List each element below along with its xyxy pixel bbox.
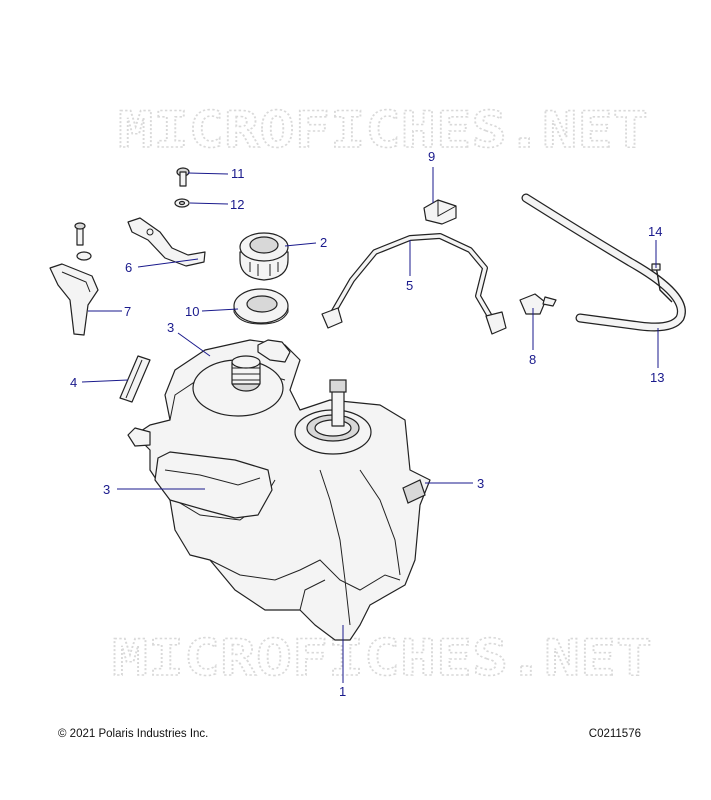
callout-14: 14	[648, 224, 662, 239]
callout-9: 9	[428, 149, 435, 164]
callout-5: 5	[406, 278, 413, 293]
callout-3-right: 3	[477, 476, 484, 491]
callout-11: 11	[231, 166, 245, 181]
callout-2: 2	[320, 235, 327, 250]
watermark-top: MICROFICHES.NET	[118, 101, 648, 159]
callout-3-top: 3	[167, 320, 174, 335]
rubber-pad	[119, 355, 151, 403]
callout-7: 7	[124, 304, 131, 319]
fuel-tank	[127, 339, 431, 641]
screw	[176, 167, 190, 187]
callout-1: 1	[339, 684, 346, 699]
callout-8: 8	[529, 352, 536, 367]
callout-12: 12	[230, 197, 244, 212]
leader-lines	[81, 167, 659, 683]
callouts: 1 2 3 3 3 4 5 6 7 8 9 10 11 12 13 14	[70, 149, 664, 699]
copyright-text: © 2021 Polaris Industries Inc.	[58, 728, 209, 740]
tank-bracket-side	[49, 222, 99, 336]
gasket-ring	[233, 288, 289, 325]
watermark-bottom: MICROFICHES.NET	[112, 629, 652, 687]
washer	[174, 198, 190, 208]
tank-bracket-upper	[127, 217, 206, 267]
fuel-line	[321, 233, 507, 335]
quick-connector	[519, 293, 557, 315]
callout-4: 4	[70, 375, 77, 390]
hose-clip	[423, 199, 457, 225]
vent-hose	[521, 193, 686, 332]
callout-13: 13	[650, 370, 664, 385]
diagram-code: C0211576	[588, 728, 641, 740]
fuel-cap	[239, 232, 289, 281]
callout-6: 6	[125, 260, 132, 275]
callout-10: 10	[185, 304, 199, 319]
callout-3-left: 3	[103, 482, 110, 497]
